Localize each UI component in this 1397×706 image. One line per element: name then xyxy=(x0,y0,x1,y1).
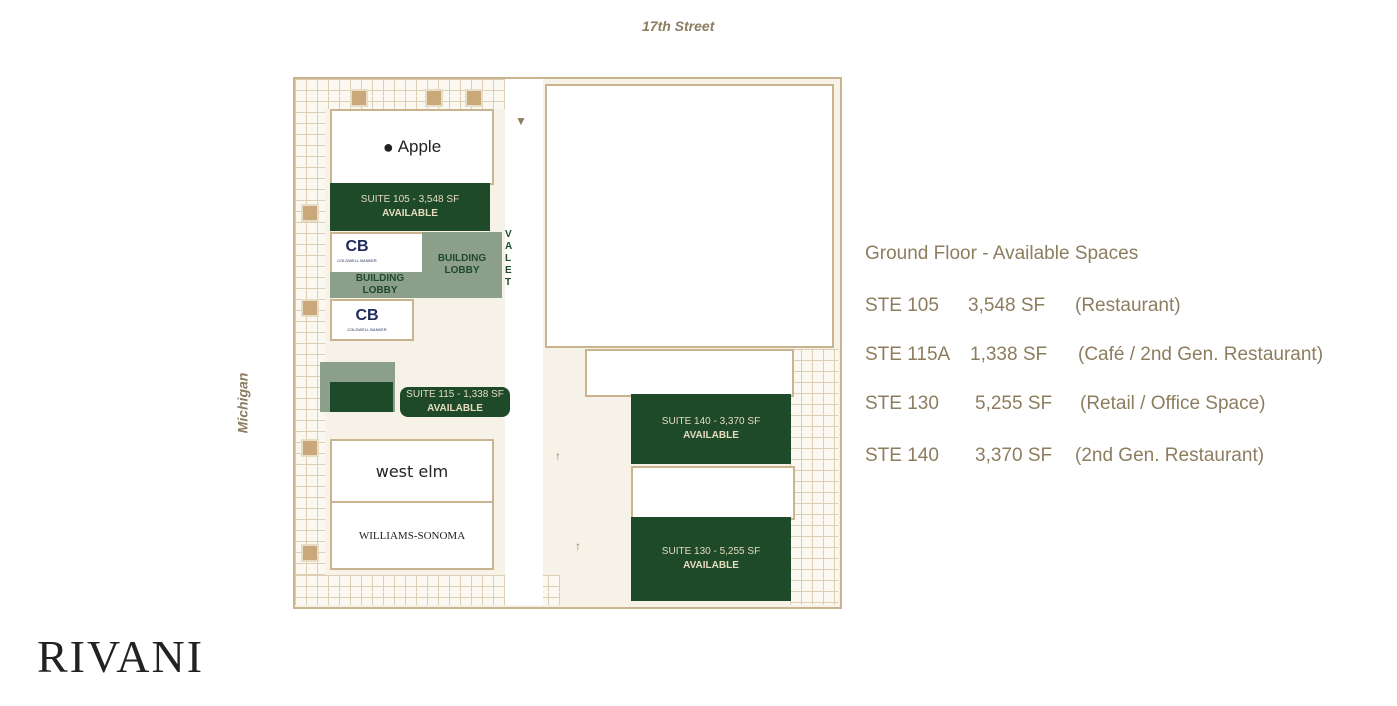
street-label-north: 17th Street xyxy=(642,18,715,34)
suite-status: AVAILABLE xyxy=(427,403,483,414)
tree-icon xyxy=(465,89,483,107)
legend-use: (Retail / Office Space) xyxy=(1080,393,1266,414)
arrow-up-icon: ↑ xyxy=(575,539,581,553)
legend-use: (Café / 2nd Gen. Restaurant) xyxy=(1078,344,1324,365)
legend-area: 3,370 SF xyxy=(975,445,1053,466)
tenant-west-elm: west elm xyxy=(330,439,494,503)
street-label-west: Michigan xyxy=(234,372,251,434)
legend-area: 3,548 SF xyxy=(968,295,1046,316)
suite-140[interactable]: SUITE 140 - 3,370 SF AVAILABLE xyxy=(631,394,791,464)
tenant-name: COLDWELL BANKER xyxy=(347,327,387,332)
legend-suite: STE 140 xyxy=(865,445,939,466)
tree-icon xyxy=(301,299,319,317)
legend-area: 1,338 SF xyxy=(970,344,1048,365)
office-area: CB COLDWELL BANKER xyxy=(330,299,414,341)
arrow-down-icon: ▼ xyxy=(515,114,527,128)
valet-label: VALET xyxy=(505,229,513,288)
tree-icon xyxy=(425,89,443,107)
building-lobby-east: BUILDING LOBBY xyxy=(422,232,502,298)
tree-icon xyxy=(301,544,319,562)
tree-icon xyxy=(350,89,368,107)
driveway xyxy=(505,79,543,605)
suite-115[interactable]: SUITE 115 - 1,338 SF AVAILABLE xyxy=(400,387,510,417)
legend-use: (Restaurant) xyxy=(1075,295,1181,316)
legend-use: (2nd Gen. Restaurant) xyxy=(1075,445,1265,466)
apple-logo-icon: ● xyxy=(382,136,394,157)
sidewalk-east xyxy=(790,349,838,605)
suite-status: AVAILABLE xyxy=(382,208,438,219)
tenant-williams-sonoma: WILLIAMS-SONOMA xyxy=(330,501,494,570)
brand-logo: RIVANI xyxy=(37,631,205,682)
coldwell-banker-logo: CB xyxy=(355,307,379,324)
suite-130[interactable]: SUITE 130 - 5,255 SF AVAILABLE xyxy=(631,517,791,601)
coldwell-banker-logo: CB xyxy=(345,238,369,255)
arrow-up-icon: ↑ xyxy=(555,449,561,463)
suite-status: AVAILABLE xyxy=(683,430,739,441)
suite-label: SUITE 130 - 5,255 SF xyxy=(661,546,761,557)
suite-label: SUITE 105 - 3,548 SF xyxy=(360,194,460,205)
suite-115a[interactable] xyxy=(330,382,393,412)
service-area xyxy=(585,349,794,397)
parking-garage xyxy=(545,84,834,348)
suite-label: SUITE 140 - 3,370 SF xyxy=(661,416,761,427)
tree-icon xyxy=(301,439,319,457)
tenant-name: Apple xyxy=(397,137,442,156)
legend-area: 5,255 SF xyxy=(975,393,1053,414)
legend-suite: STE 105 xyxy=(865,295,939,316)
tenant-apple: ●Apple xyxy=(330,109,494,185)
tenant-name: COLDWELL BANKER xyxy=(337,258,377,263)
legend-suite: STE 115A xyxy=(865,344,951,365)
floor-plan: ▼ ↑ ↑ ●Apple SUITE 105 - 3,548 SF AVAILA… xyxy=(293,77,842,609)
suite-status: AVAILABLE xyxy=(683,560,739,571)
corridor xyxy=(631,466,795,520)
legend-suite: STE 130 xyxy=(865,393,939,414)
suite-label: SUITE 115 - 1,338 SF xyxy=(406,389,504,400)
sidewalk-west xyxy=(295,79,325,605)
tree-icon xyxy=(301,204,319,222)
suite-105[interactable]: SUITE 105 - 3,548 SF AVAILABLE xyxy=(330,183,490,231)
building-lobby-west: BUILDING LOBBY xyxy=(330,272,430,298)
legend-title: Ground Floor - Available Spaces xyxy=(865,243,1139,264)
